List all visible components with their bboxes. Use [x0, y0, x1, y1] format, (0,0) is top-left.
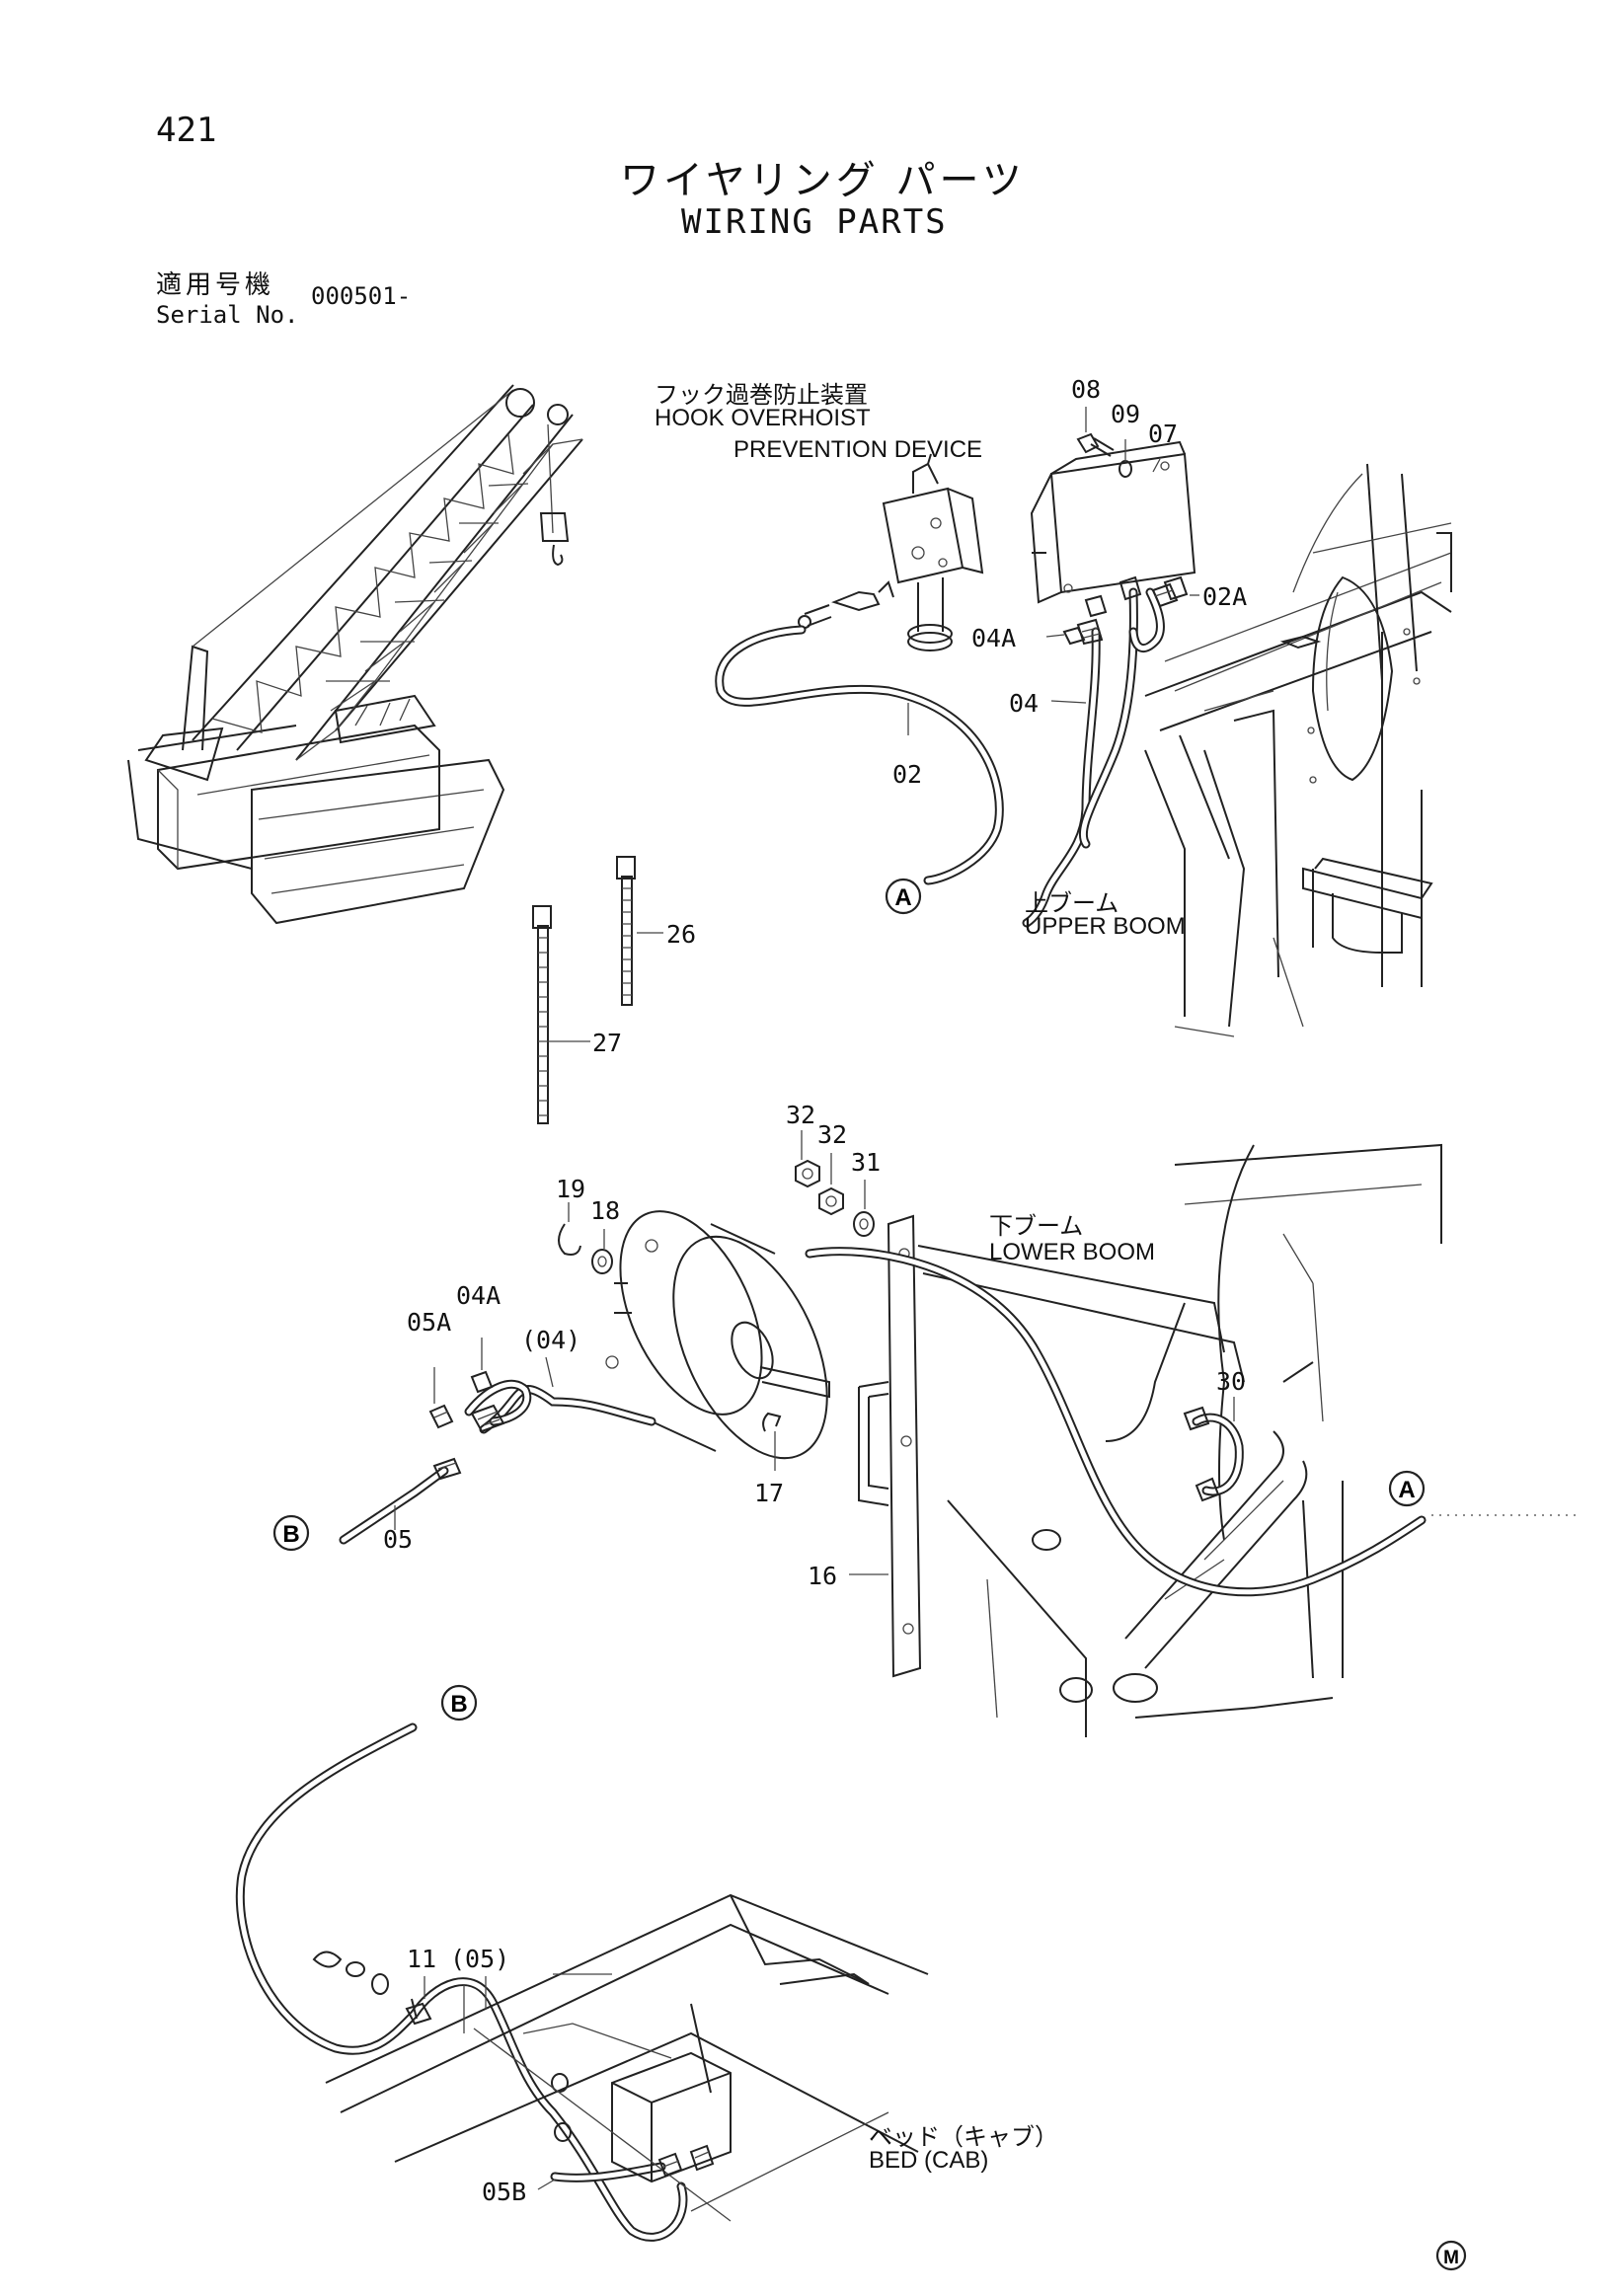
part-label-04-top: 04: [1009, 689, 1040, 718]
title-english: WIRING PARTS: [681, 202, 948, 242]
svg-text:A: A: [894, 884, 911, 911]
part-label-02: 02: [892, 760, 923, 789]
serial-label-japanese: 適用号機: [156, 270, 275, 300]
part-label-05a: 05A: [407, 1308, 452, 1337]
lower-boom-label-jp: 下ブーム: [989, 1213, 1084, 1240]
corner-mark-m: M: [1437, 2242, 1465, 2269]
svg-text:B: B: [450, 1691, 467, 1718]
part-label-02a: 02A: [1202, 582, 1248, 611]
serial-label-english: Serial No.: [156, 301, 299, 329]
part-label-32-b: 32: [817, 1120, 848, 1149]
connector-05a: [430, 1406, 452, 1427]
upper-boom-structure: [1145, 464, 1451, 1036]
part-label-26: 26: [666, 920, 697, 949]
part-label-32-a: 32: [786, 1101, 816, 1129]
cable-reel: [559, 1161, 874, 1482]
connector-05-end: [434, 1459, 460, 1479]
part-label-04a-mid: 04A: [456, 1281, 501, 1310]
bed-structure: [314, 1895, 928, 2221]
leader-lines: [395, 407, 1580, 2189]
part-label-05: 05: [383, 1525, 414, 1554]
part-label-11: 11: [407, 1945, 437, 1973]
part-label-07: 07: [1148, 420, 1179, 448]
title-japanese: ワイヤリング パーツ: [620, 158, 1026, 203]
cable-tie-27: [533, 906, 551, 1123]
part-label-17: 17: [754, 1479, 785, 1507]
lower-boom-label-en: LOWER BOOM: [989, 1239, 1156, 1265]
cable-tie-26: [617, 857, 635, 1005]
crane-illustration: [128, 385, 582, 923]
cable-04-lower: [469, 1252, 1422, 1592]
part-label-27: 27: [592, 1029, 623, 1057]
hook-device-label-en-2: PREVENTION DEVICE: [733, 436, 983, 463]
connector-30: [1185, 1408, 1218, 1500]
connector-ref-a-upper: A: [887, 880, 920, 913]
connector-07-output: [1086, 577, 1140, 616]
lower-boom-structure: [918, 1145, 1441, 1737]
part-label-18: 18: [590, 1196, 621, 1225]
hook-overhoist-device: [799, 454, 982, 651]
hook-device-label-jp: フック過巻防止装置: [655, 382, 868, 409]
part-label-16: 16: [808, 1562, 838, 1590]
bed-label-en: BED (CAB): [869, 2147, 989, 2174]
connector-04a-lower: [472, 1372, 503, 1431]
part-label-31: 31: [851, 1148, 882, 1177]
svg-text:M: M: [1443, 2248, 1459, 2268]
part-label-09: 09: [1111, 400, 1141, 428]
page-number: 421: [156, 111, 217, 150]
part-label-05b: 05B: [482, 2178, 527, 2206]
cable-05-bed: [240, 1727, 683, 2237]
junction-box-07: [1032, 434, 1195, 602]
part-label-04-paren: (04): [521, 1326, 581, 1354]
cable-02: [720, 630, 1000, 880]
connector-ref-b-bed: B: [442, 1686, 476, 1720]
part-label-19: 19: [556, 1175, 586, 1203]
svg-text:A: A: [1398, 1477, 1415, 1503]
upper-boom-label-en: UPPER BOOM: [1025, 913, 1186, 940]
cable-04: [1027, 592, 1160, 923]
bed-label-jp: ベッド（キャブ）: [869, 2124, 1058, 2151]
part-label-04a-top: 04A: [971, 624, 1017, 652]
connector-02a: [1153, 577, 1187, 606]
connector-ref-a-lower: A: [1390, 1472, 1424, 1505]
part-label-30: 30: [1216, 1367, 1247, 1396]
svg-text:B: B: [282, 1521, 299, 1548]
hook-device-label-en-1: HOOK OVERHOIST: [655, 405, 871, 431]
part-label-05-paren: (05): [450, 1945, 510, 1973]
cable-05: [344, 1471, 444, 1540]
part-label-08: 08: [1071, 375, 1102, 404]
serial-number-value: 000501-: [311, 282, 412, 310]
bracket-16: [859, 1216, 920, 1676]
connector-04a-top: [1064, 620, 1102, 644]
upper-boom-label-jp: 上ブーム: [1025, 890, 1119, 917]
connector-ref-b-lower-boom: B: [274, 1516, 308, 1550]
